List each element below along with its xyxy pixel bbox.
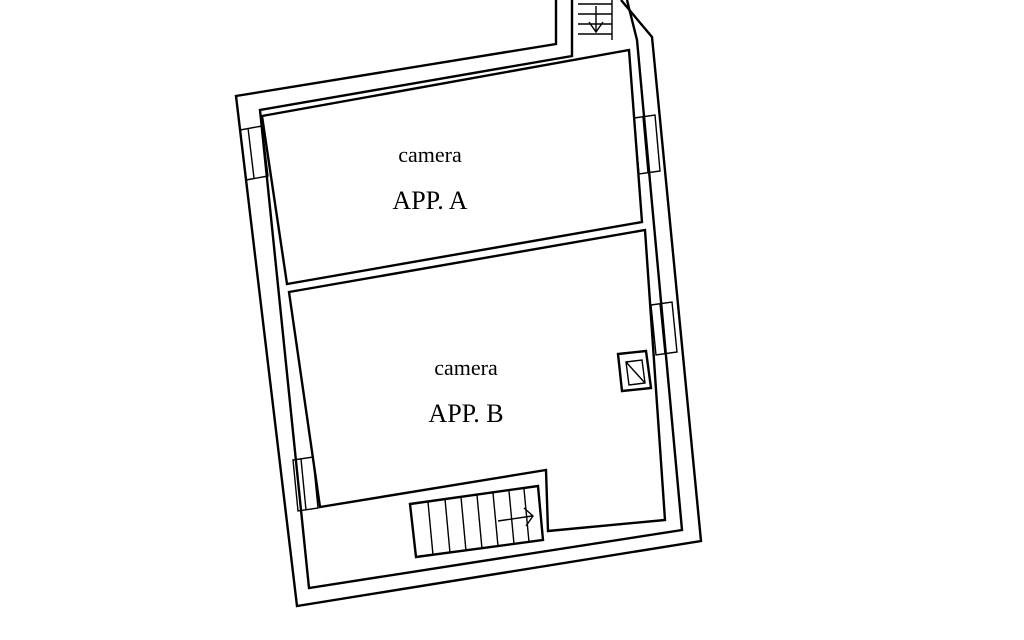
room-a-name-label: camera	[398, 142, 462, 167]
stair-direction-arrow-icon	[497, 507, 534, 527]
room-a-outline	[260, 48, 644, 286]
room-b-unit-label: APP. B	[428, 399, 503, 428]
top-staircase	[578, 0, 613, 40]
window-icon	[650, 301, 678, 356]
window-icon	[239, 125, 269, 181]
window-icon	[292, 456, 319, 512]
shaft-icon	[616, 349, 653, 393]
room-b-outline	[287, 228, 667, 533]
window-icon	[633, 114, 661, 175]
room-a-unit-label: APP. A	[392, 186, 467, 215]
staircase-icon	[408, 484, 545, 559]
outer-wall-inner-edge	[258, 0, 684, 590]
room-b-name-label: camera	[434, 355, 498, 380]
outer-wall-outer-edge	[234, 0, 703, 608]
stair-direction-arrow-icon	[588, 6, 604, 34]
